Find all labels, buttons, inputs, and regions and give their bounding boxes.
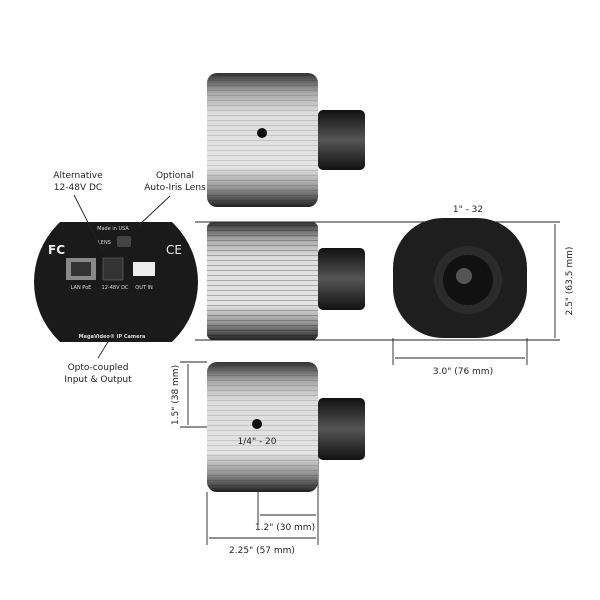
camera-side-view-top (207, 73, 365, 207)
callouts: Alternative 12-48V DC Optional Auto-Iris… (53, 171, 206, 385)
brand-label: MegaVideo® IP Camera (79, 334, 146, 340)
width-label: 3.0" (76 mm) (433, 367, 493, 377)
dimension-mount-height: 1.5" (38 mm) (171, 364, 189, 425)
opto-label-2: Input & Output (64, 375, 132, 385)
camera-back-panel: Made in USA LENS FC CE LAN PoE 12-48V DC… (34, 222, 198, 342)
camera-side-view-middle (207, 222, 365, 340)
dimension-mount-offset: 1.2" (30 mm) (255, 514, 316, 533)
power-terminal (102, 257, 124, 281)
thread-bottom-label: 1/4" - 20 (237, 437, 276, 447)
camera-side-view-bottom: 1/4" - 20 (207, 362, 365, 492)
lan-label: LAN PoE (71, 285, 92, 291)
alt-power-label-2: 12-48V DC (54, 183, 102, 193)
lens-icon (318, 248, 365, 310)
power-label: 12-48V DC (102, 285, 129, 291)
lens-icon (318, 398, 365, 460)
iris-label-2: Auto-Iris Lens (144, 183, 206, 193)
dimension-depth: 2.25" (57 mm) (209, 537, 316, 556)
mount-offset-label: 1.2" (30 mm) (255, 523, 315, 533)
lens-icon (318, 110, 365, 170)
opto-label-1: Opto-coupled (68, 363, 129, 373)
mount-hole-icon (252, 419, 262, 429)
made-in-label: Made in USA (97, 226, 129, 232)
height-label: 2.5" (63.5 mm) (565, 247, 575, 316)
dimension-width: 3.0" (76 mm) (395, 357, 525, 377)
iris-label-1: Optional (156, 171, 194, 181)
fcc-logo: FC (48, 243, 65, 257)
io-label: OUT IN (135, 285, 153, 291)
depth-label: 2.25" (57 mm) (229, 546, 295, 556)
ce-logo: CE (166, 243, 182, 257)
mount-hole-icon (257, 128, 267, 138)
camera-front-view: 1" - 32 (393, 205, 527, 338)
alt-power-label-1: Alternative (53, 171, 103, 181)
dimension-height: 2.5" (63.5 mm) (554, 224, 575, 338)
lens-port-label: LENS (98, 240, 111, 246)
mount-height-label: 1.5" (38 mm) (171, 365, 181, 425)
thread-top-label: 1" - 32 (453, 205, 483, 215)
lens-port (117, 236, 131, 247)
io-terminal (133, 262, 155, 276)
